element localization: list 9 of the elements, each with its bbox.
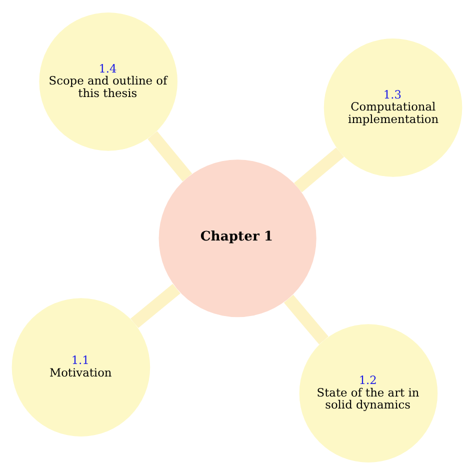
node-circle: 1.3 Computational implementation [324, 38, 462, 177]
node-circle: 1.1 Motivation [12, 298, 150, 436]
node-circle: 1.4 Scope and outline of this thesis [39, 12, 178, 151]
node-circle: Chapter 1 [158, 160, 316, 318]
node-circle: 1.2 State of the art in solid dynamics [299, 324, 438, 462]
connector [148, 131, 192, 182]
connector [284, 294, 328, 344]
connector [130, 284, 180, 328]
connector [294, 148, 344, 192]
